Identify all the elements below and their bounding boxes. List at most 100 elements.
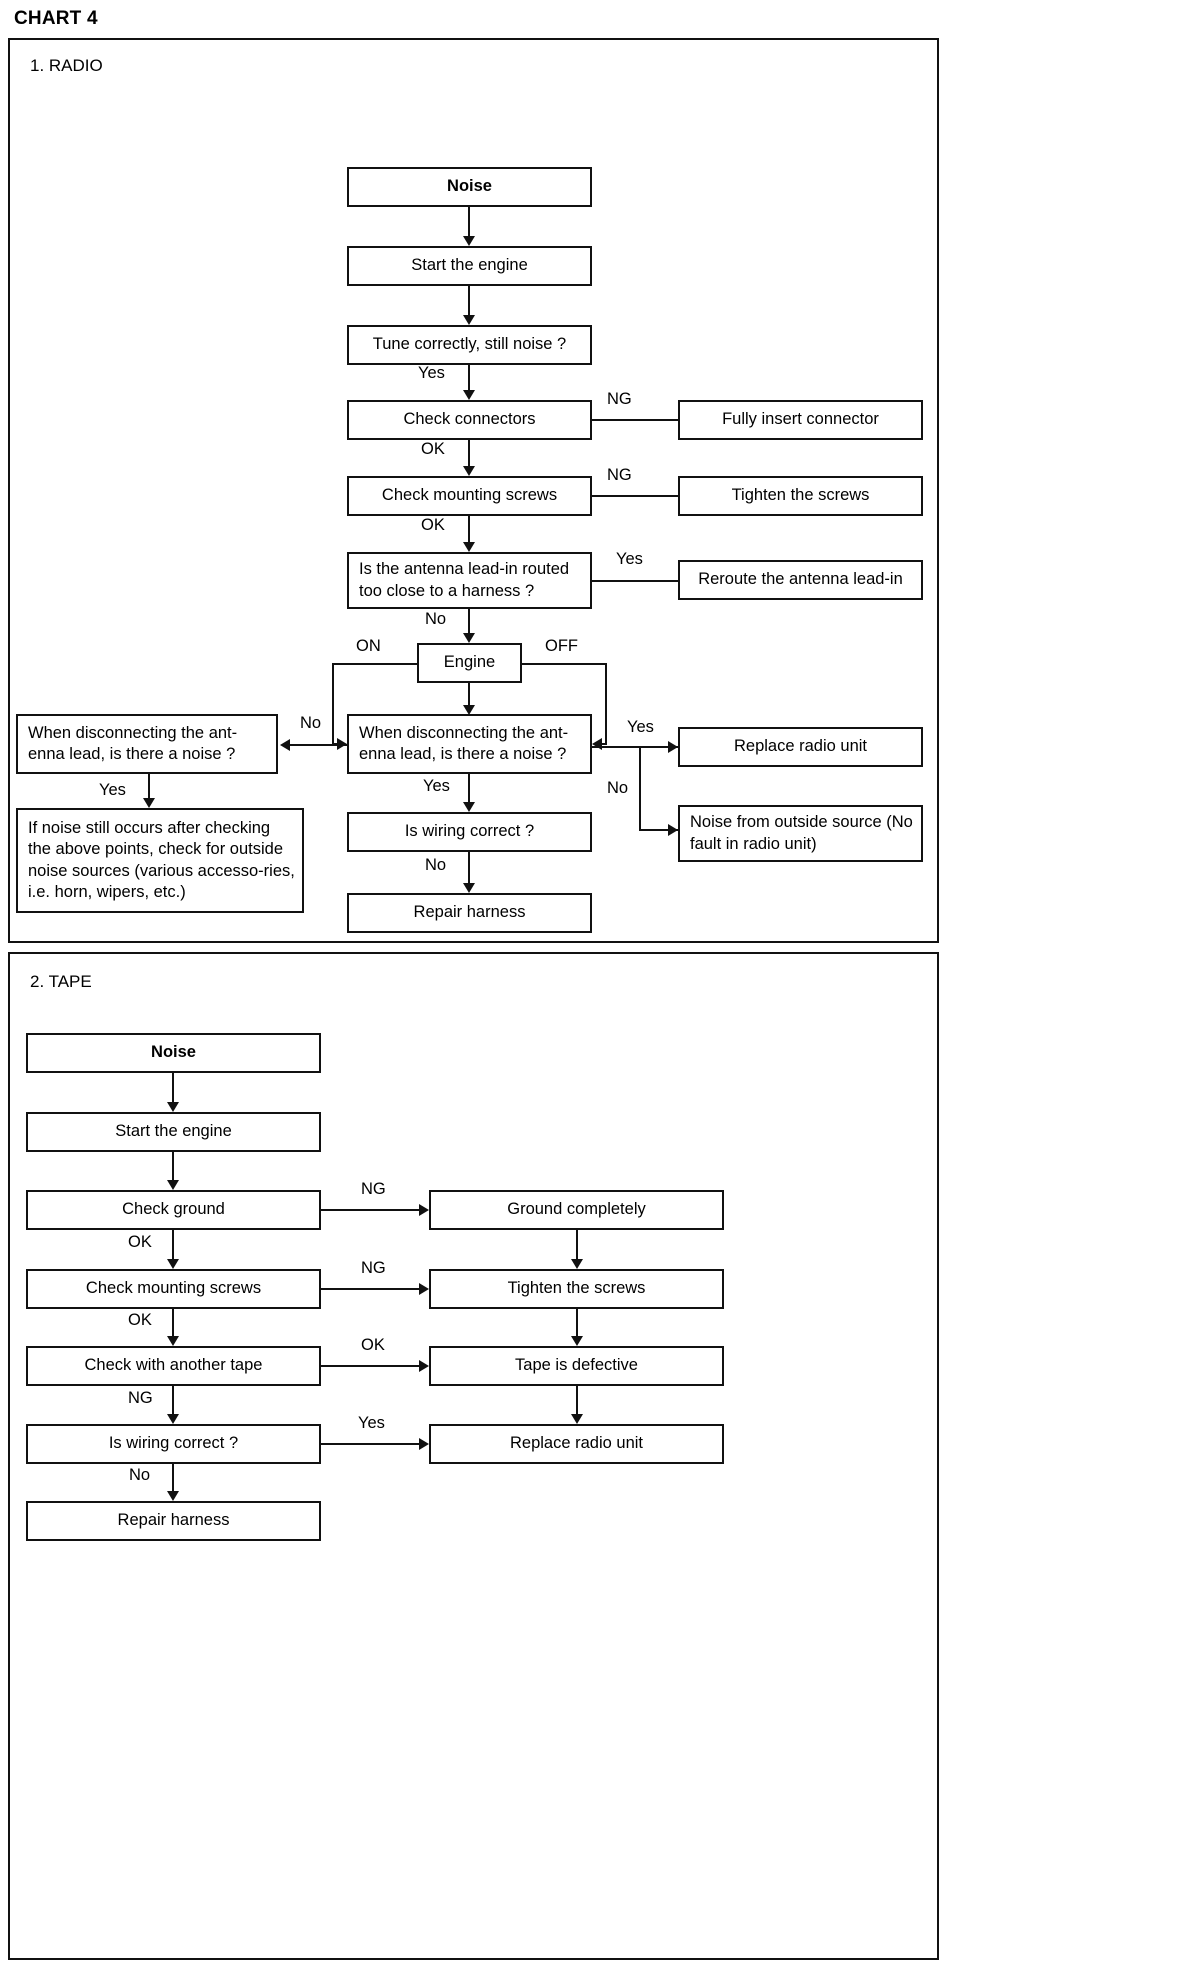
section-label-radio: 1. RADIO [30,56,103,75]
edge-noise-start [468,207,470,236]
edge-connectors-screws [468,440,470,466]
node-check-ground: Check ground [26,1190,321,1230]
edge-tapedefective-replace [576,1386,578,1414]
edge-label-connectors-ng: NG [607,390,632,408]
node-noise-tape: Noise [26,1033,321,1073]
edge-engine-on-v [332,663,334,744]
edge-label-screws-ok-tape: OK [128,1311,152,1329]
arrowhead-down [167,1180,179,1190]
edge-label-screws-ng: NG [607,466,632,484]
edge-label-ground-ng: NG [361,1180,386,1198]
edge-screws-antenna [468,516,470,542]
node-replace-radio-unit-tape: Replace radio unit [429,1424,724,1464]
edge-screws-tighten-tape [321,1288,419,1290]
edge-screws-tighten [592,495,678,497]
edge-label-engine-off: OFF [545,637,578,655]
edge-label-left-yes: Yes [99,781,126,799]
edge-connectors-fullyinsert [592,419,678,421]
edge-screws-anothertape [172,1309,174,1336]
edge-label-tape-ng: NG [128,1389,153,1407]
node-tighten-screws-radio: Tighten the screws [678,476,923,516]
arrowhead-down [571,1414,583,1424]
arrowhead-down [571,1336,583,1346]
arrowhead-down [463,236,475,246]
arrowhead-down [463,633,475,643]
edge-wiring-repair-radio [468,852,470,883]
arrowhead-down [167,1259,179,1269]
arrowhead-down [463,315,475,325]
arrowhead-down [463,802,475,812]
node-repair-harness-tape: Repair harness [26,1501,321,1541]
edge-label-screws-ok: OK [421,516,445,534]
node-replace-radio-unit-radio: Replace radio unit [678,727,923,767]
node-noise-radio: Noise [347,167,592,207]
edge-anothertape-tapedefective [321,1365,419,1367]
edge-tighten-tapedefective [576,1309,578,1336]
edge-center-wiring [468,774,470,802]
arrowhead-right [419,1283,429,1295]
edge-tune-connectors [468,365,470,390]
node-wiring-correct-tape: Is wiring correct ? [26,1424,321,1464]
arrowhead-down [167,1336,179,1346]
edge-wiring-repair-tape [172,1464,174,1491]
edge-label-tune-yes: Yes [418,364,445,382]
node-check-mounting-screws-radio: Check mounting screws [347,476,592,516]
arrowhead-down [463,883,475,893]
edge-center-right-yes [592,746,678,748]
edge-label-engine-on: ON [356,637,381,655]
edge-label-wiring-no-tape: No [129,1466,151,1484]
edge-label-wiring-no-radio: No [425,856,447,874]
edge-label-ground-ok: OK [128,1233,152,1251]
arrowhead-down [167,1414,179,1424]
node-ground-completely: Ground completely [429,1190,724,1230]
node-start-engine-tape: Start the engine [26,1112,321,1152]
node-wiring-correct-radio: Is wiring correct ? [347,812,592,852]
edge-label-wiring-yes-tape: Yes [358,1414,385,1432]
edge-antenna-engine [468,609,470,633]
edge-engine-on-h [332,663,419,665]
edge-label-disconnect-yes-down: Yes [423,777,450,795]
edge-groundcompletely-tighten [576,1230,578,1259]
edge-anothertape-wiring [172,1386,174,1414]
arrowhead-right [668,741,678,753]
arrowhead-down [167,1491,179,1501]
node-check-mounting-screws-tape: Check mounting screws [26,1269,321,1309]
arrowhead-right [419,1204,429,1216]
edge-ground-groundcompletely [321,1209,419,1211]
page-title: CHART 4 [14,8,98,29]
edge-left-ifnoise [148,774,150,798]
edge-start-tune [468,286,470,315]
node-disconnect-left: When disconnecting the ant-enna lead, is… [16,714,278,774]
arrowhead-down [571,1259,583,1269]
arrowhead-down [167,1102,179,1112]
node-if-noise-still-occurs: If noise still occurs after checking the… [16,808,304,913]
edge-label-disconnect-yes-right: Yes [627,718,654,736]
edge-label-antenna-no: No [425,610,447,628]
node-tune-correctly: Tune correctly, still noise ? [347,325,592,365]
edge-label-disconnect-no: No [300,714,322,732]
edge-center-right-no-v [639,746,641,831]
node-check-connectors: Check connectors [347,400,592,440]
edge-start-ground [172,1152,174,1180]
node-reroute-antenna: Reroute the antenna lead-in [678,560,923,600]
edge-label-connectors-ok: OK [421,440,445,458]
arrowhead-right [419,1360,429,1372]
arrowhead-down [143,798,155,808]
node-antenna-lead-routed: Is the antenna lead-in routed too close … [347,552,592,609]
arrowhead-right [419,1438,429,1450]
arrowhead-down [463,705,475,715]
arrowhead-down [463,542,475,552]
arrowhead-right [668,824,678,836]
edge-engine-off-v [605,663,607,744]
node-outside-source: Noise from outside source (No fault in r… [678,805,923,862]
edge-noise-start-tape [172,1073,174,1102]
edge-center-right-no-h [639,829,678,831]
node-engine: Engine [417,643,522,683]
arrowhead-left [280,739,290,751]
edge-engine-off-h [520,663,607,665]
node-tighten-screws-tape: Tighten the screws [429,1269,724,1309]
node-tape-defective: Tape is defective [429,1346,724,1386]
node-fully-insert-connector: Fully insert connector [678,400,923,440]
node-start-engine-radio: Start the engine [347,246,592,286]
